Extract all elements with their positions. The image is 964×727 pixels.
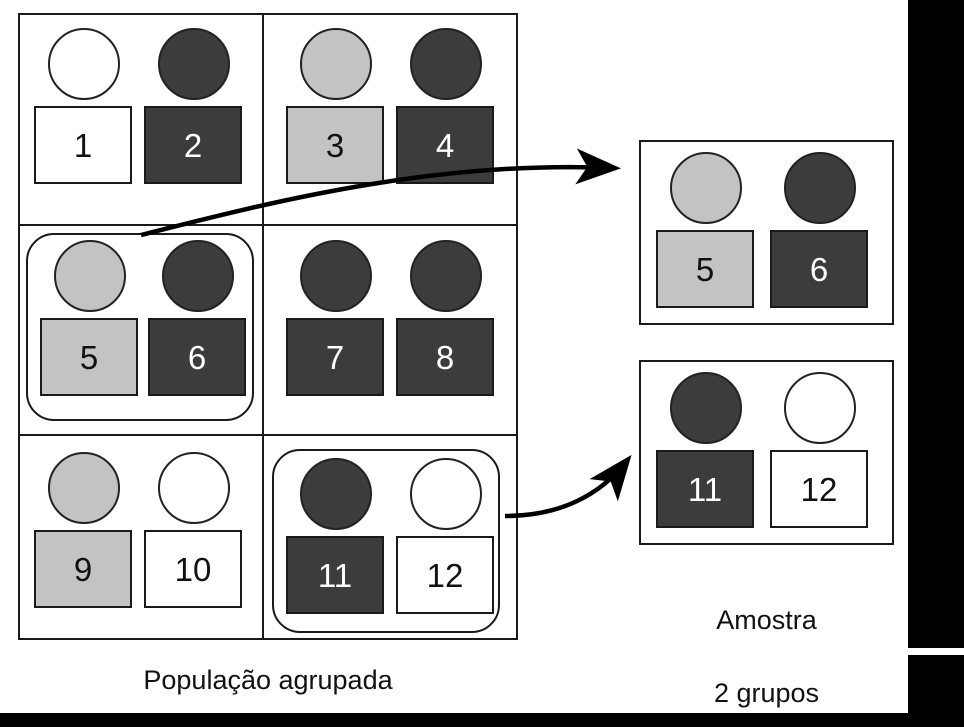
population-unit-7[interactable]: 7 bbox=[286, 240, 386, 396]
unit-number-box: 3 bbox=[286, 106, 384, 184]
grid-horizontal-divider-1 bbox=[18, 224, 518, 226]
frame-bar-right-top bbox=[908, 0, 964, 648]
population-unit-10[interactable]: 10 bbox=[144, 452, 244, 608]
arrow-group6-to-sample2 bbox=[504, 454, 632, 519]
population-unit-8[interactable]: 8 bbox=[396, 240, 496, 396]
unit-number-box: 2 bbox=[144, 106, 242, 184]
selected-group-highlight-group-6[interactable] bbox=[272, 449, 500, 633]
unit-number-box: 5 bbox=[40, 318, 138, 396]
population-unit-4[interactable]: 4 bbox=[396, 28, 496, 184]
sample-unit-12[interactable]: 12 bbox=[770, 372, 870, 528]
circle-icon bbox=[410, 240, 482, 312]
circle-icon bbox=[300, 28, 372, 100]
population-grid bbox=[18, 13, 518, 640]
population-unit-3[interactable]: 3 bbox=[286, 28, 386, 184]
population-unit-1[interactable]: 1 bbox=[34, 28, 134, 184]
circle-icon bbox=[158, 452, 230, 524]
circle-icon bbox=[158, 28, 230, 100]
unit-number-box: 10 bbox=[144, 530, 242, 608]
unit-number-box: 12 bbox=[770, 450, 868, 528]
unit-number-box: 5 bbox=[656, 230, 754, 308]
population-unit-12[interactable]: 12 bbox=[396, 458, 496, 614]
circle-icon bbox=[48, 28, 120, 100]
unit-number-box: 4 bbox=[396, 106, 494, 184]
frame-bar-bottom bbox=[0, 713, 964, 727]
unit-number-box: 8 bbox=[396, 318, 494, 396]
circle-icon bbox=[670, 152, 742, 224]
circle-icon bbox=[784, 152, 856, 224]
population-unit-2[interactable]: 2 bbox=[144, 28, 244, 184]
sample-caption: Amostra 2 grupos bbox=[639, 566, 894, 727]
population-unit-11[interactable]: 11 bbox=[286, 458, 386, 614]
sample-caption-line-1: Amostra bbox=[716, 605, 817, 636]
population-unit-6[interactable]: 6 bbox=[148, 240, 248, 396]
circle-icon bbox=[300, 458, 372, 530]
sample-unit-6[interactable]: 6 bbox=[770, 152, 870, 308]
population-caption: População agrupada bbox=[143, 665, 393, 695]
circle-icon bbox=[54, 240, 126, 312]
selected-group-highlight-group-3[interactable] bbox=[26, 233, 254, 421]
grid-horizontal-divider-2 bbox=[18, 434, 518, 436]
circle-icon bbox=[784, 372, 856, 444]
unit-number-box: 11 bbox=[286, 536, 384, 614]
circle-icon bbox=[410, 458, 482, 530]
circle-icon bbox=[670, 372, 742, 444]
circle-icon bbox=[48, 452, 120, 524]
unit-number-box: 12 bbox=[396, 536, 494, 614]
population-unit-9[interactable]: 9 bbox=[34, 452, 134, 608]
circle-icon bbox=[300, 240, 372, 312]
unit-number-box: 1 bbox=[34, 106, 132, 184]
sample-unit-5[interactable]: 5 bbox=[656, 152, 756, 308]
circle-icon bbox=[410, 28, 482, 100]
unit-number-box: 9 bbox=[34, 530, 132, 608]
grid-vertical-divider bbox=[262, 13, 264, 640]
unit-number-box: 11 bbox=[656, 450, 754, 528]
unit-number-box: 6 bbox=[148, 318, 246, 396]
sample-caption-line-2: 2 grupos bbox=[713, 678, 820, 709]
population-unit-5[interactable]: 5 bbox=[40, 240, 140, 396]
unit-number-box: 7 bbox=[286, 318, 384, 396]
frame-bar-right-bottom bbox=[908, 655, 964, 713]
circle-icon bbox=[162, 240, 234, 312]
sample-unit-11[interactable]: 11 bbox=[656, 372, 756, 528]
unit-number-box: 6 bbox=[770, 230, 868, 308]
